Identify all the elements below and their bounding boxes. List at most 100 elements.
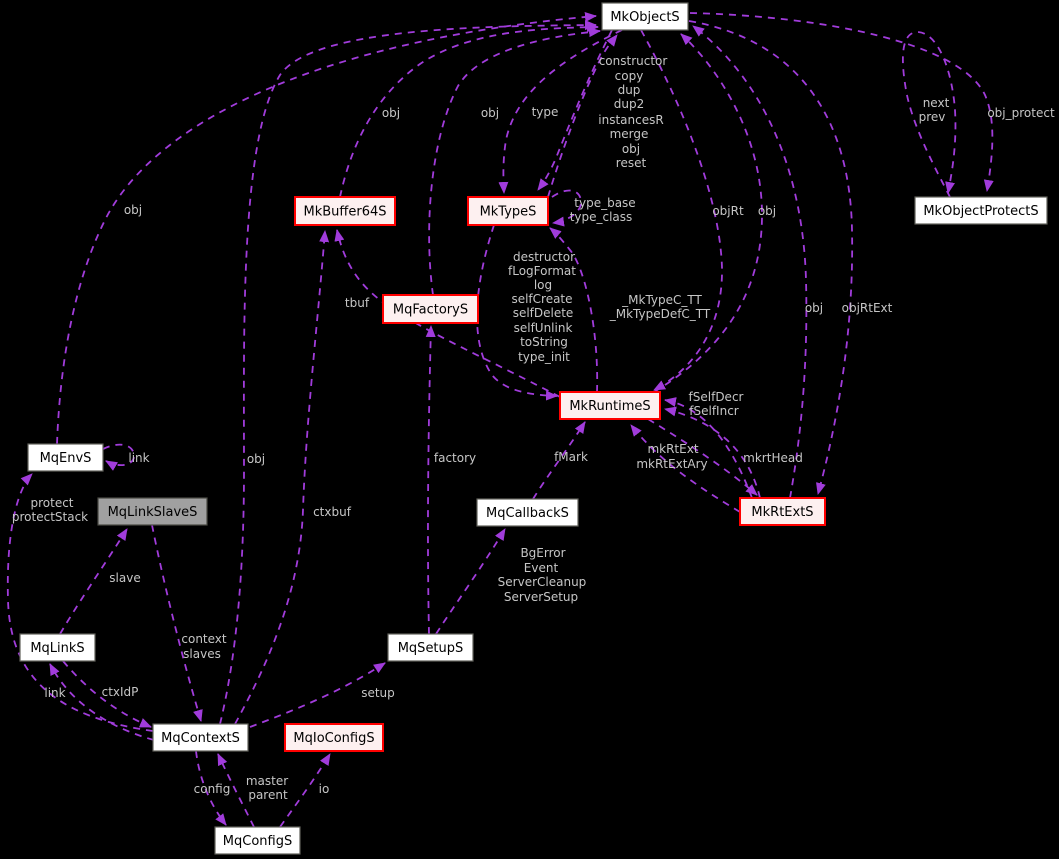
edge-label-ctxIdP: ctxIdP [102,685,139,699]
node-MqContextS[interactable]: MqContextS [152,723,249,752]
node-label: MkRuntimeS [569,399,650,414]
edge-label-fSelfIncr: fSelfIncr [689,404,739,418]
edge-label-type_init: type_init [518,350,570,364]
edge-MkObjectS-MkObjectProtectS [689,12,994,192]
edge-label-obj: obj [382,106,400,120]
edge-MkRtExtS-MkObjectS [692,25,808,499]
edge-MqConfigS-MqContextS [217,753,255,828]
node-box[interactable] [914,196,1048,225]
edge-label-Event: Event [524,561,559,575]
node-label: MqCallbackS [486,506,569,521]
edge-MkTypeS-MkRuntimeS [476,224,558,401]
edge-label-mkrtHead: mkrtHead [743,451,803,465]
edge-label-obj: obj [805,301,823,315]
node-box[interactable] [97,497,208,526]
edge-MkRuntimeS-MkObjectS [653,33,763,393]
node-label: MqFactoryS [393,303,468,318]
node-box[interactable] [601,2,689,31]
node-box[interactable] [739,497,826,526]
edge-label-selfUnlink: selfUnlink [514,321,573,335]
edge-label-mkRtExt: mkRtExt [647,442,698,456]
edge-label-copy: copy [615,69,644,83]
node-box[interactable] [387,633,474,662]
edge-MqSetupS-MqFactoryS [425,325,436,635]
node-label: MqIoConfigS [293,731,374,746]
node-box[interactable] [214,826,301,855]
node-MqSetupS[interactable]: MqSetupS [387,633,474,662]
edge-MkTypeS-MkTypeS [551,189,582,227]
nodes-layer: MkObjectS MkBuffer64S MkTypeS MkObjectProte… [19,2,1048,855]
edge-label-fLogFormat: fLogFormat [508,264,576,278]
node-MqIoConfigS[interactable]: MqIoConfigS [284,723,384,752]
node-MqLinkS[interactable]: MqLinkS [19,633,96,662]
edge-MqContextS-MkObjectS [219,20,597,725]
node-MkRtExtS[interactable]: MkRtExtS [739,497,826,526]
node-box[interactable] [294,196,396,226]
edge-label-io: io [319,782,330,796]
node-box[interactable] [27,443,104,472]
node-box[interactable] [476,498,579,527]
edge-label-fMark: fMark [554,450,588,464]
edge-MkRuntimeS-MkRtExtS [647,418,758,496]
edge-label-slave: slave [109,571,140,585]
node-MqLinkSlaveS[interactable]: MqLinkSlaveS [97,497,208,526]
edge-MkRtExtS-MkRuntimeS [664,406,761,499]
edge-label-obj: obj [124,203,142,217]
node-box[interactable] [19,633,96,662]
edge-label-obj: obj [481,106,499,120]
edge-MqConfigS-MqIoConfigS [279,753,331,828]
node-box[interactable] [382,294,479,324]
node-MkObjectProtectS[interactable]: MkObjectProtectS [914,196,1048,225]
node-MkBuffer64S[interactable]: MkBuffer64S [294,196,396,226]
node-MqEnvS[interactable]: MqEnvS [27,443,104,472]
edge-MqEnvS-MkObjectS [56,11,597,445]
edge-label-destructor: destructor [513,250,575,264]
node-label: MqLinkSlaveS [108,505,198,520]
node-label: MkRtExtS [751,505,813,520]
edge-label-config: config [194,782,231,796]
edge-MkRtExtS-MkRuntimeS [664,397,753,499]
edge-label-link: link [44,686,65,700]
node-MkRuntimeS[interactable]: MkRuntimeS [559,391,661,420]
edge-label-setup: setup [361,686,395,700]
edge-MkTypeS-MkObjectS [547,34,618,198]
edge-MkObjectS-MkRuntimeS [640,29,723,391]
edge-MkObjectS-MkRtExtS [688,20,854,495]
edge-label-obj: obj [758,204,776,218]
node-box[interactable] [152,723,249,752]
edge-MqContextS-MqLinkS [49,663,155,741]
edge-label-dup: dup [618,83,641,97]
edge-label-obj: obj [247,452,265,466]
edge-label-selfDelete: selfDelete [513,306,574,320]
edge-label-ServerCleanup: ServerCleanup [498,575,587,589]
edge-label-ctxbuf: ctxbuf [313,505,352,519]
edges-layer [6,11,994,828]
node-label: MkObjectProtectS [923,204,1038,219]
node-MqFactoryS[interactable]: MqFactoryS [382,294,479,324]
edge-MqLinkS-MqContextS [62,660,152,728]
node-MqConfigS[interactable]: MqConfigS [214,826,301,855]
edge-MkObjectS-MkTypeS [498,29,623,194]
edge-MqLinkSlaveS-MqContextS [151,524,203,722]
node-MkTypeS[interactable]: MkTypeS [467,196,549,226]
node-label: MqSetupS [398,641,464,656]
edge-label-toString: toString [520,335,568,349]
edge-label-type_base: type_base [574,196,635,210]
edge-label-type: type [532,105,559,119]
edge-label-dup2: dup2 [614,97,644,111]
edge-label-ServerSetup: ServerSetup [504,590,578,604]
edge-MqContextS-MkBuffer64S [234,230,330,725]
node-box[interactable] [559,391,661,420]
edge-label-slaves: slaves [183,647,221,661]
edge-label-constructor: constructor [599,54,668,68]
node-box[interactable] [467,196,549,226]
edge-label-BgError: BgError [520,546,565,560]
edge-label-parent: parent [248,788,288,802]
node-box[interactable] [284,723,384,752]
node-MqCallbackS[interactable]: MqCallbackS [476,498,579,527]
node-MkObjectS[interactable]: MkObjectS [601,2,689,31]
edge-label-type_class: type_class [570,210,633,224]
